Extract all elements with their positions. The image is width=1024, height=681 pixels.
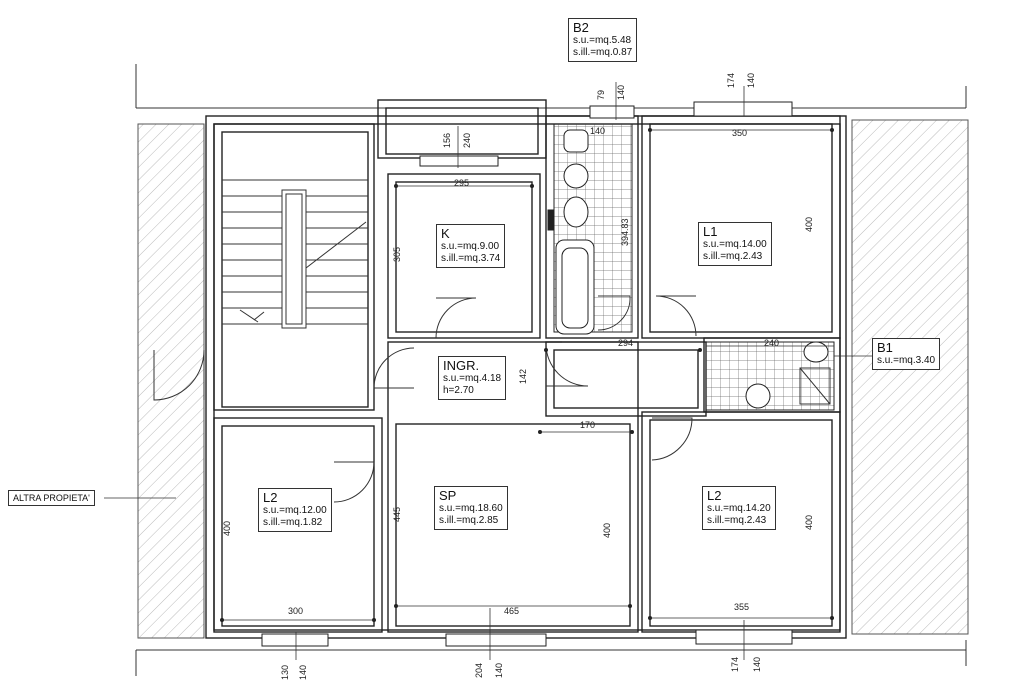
room-l2-right-name: L2 [707,488,722,503]
hatched-area-right [851,119,969,635]
room-l2-left-su: s.u.=mq.12.00 [263,505,327,516]
windows [261,101,793,647]
room-k-label: K s.u.=mq.9.00 s.ill.=mq.3.74 [436,224,506,268]
room-l1-su: s.u.=mq.14.00 [703,239,767,250]
dim-l1-350: 350 [732,128,748,138]
room-sp-label: SP s.u.=mq.18.60 s.ill.=mq.2.85 [434,486,508,530]
dim-bot-204: 204 [474,662,484,678]
room-b1-label: B1 s.u.=mq.3.40 [872,338,941,370]
dim-l2l-400: 400 [222,520,232,536]
room-b2-sill: s.ill.=mq.0.87 [573,47,633,58]
dim-bot-140a: 140 [298,664,308,680]
room-b2-su: s.u.=mq.5.48 [573,35,632,46]
dim-bot-140c: 140 [752,656,762,672]
room-l2-right-label: L2 s.u.=mq.14.20 s.ill.=mq.2.43 [702,486,776,530]
room-b1-name: B1 [877,340,893,355]
room-ingr-name: INGR. [443,358,480,373]
altra-propieta-note: ALTRA PROPIETA' [8,490,95,506]
fixtures [547,129,829,409]
doors [153,295,831,503]
dimension-lines [104,82,872,660]
dim-bot-130: 130 [280,664,290,680]
dim-l2r-400: 400 [804,514,814,530]
dim-bot-174: 174 [730,656,740,672]
room-l1-sill: s.ill.=mq.2.43 [703,251,763,262]
room-b2-name: B2 [573,20,589,35]
dim-top-174: 174 [726,72,736,88]
dim-b1-240: 240 [764,338,780,348]
dim-hall-294: 294 [618,338,634,348]
room-ingr-su: s.u.=mq.4.18 [443,373,502,384]
dim-b2-394: 394.83 [620,218,630,246]
dim-k-305: 305 [392,246,402,262]
dim-k-156: 156 [442,132,452,148]
stair-treads [222,179,368,329]
room-ingr-h: h=2.70 [443,385,474,396]
dim-top-140a: 140 [616,84,626,100]
dim-top-140b: 140 [746,72,756,88]
room-l2-left-sill: s.ill.=mq.1.82 [263,517,323,528]
room-l2-left-label: L2 s.u.=mq.12.00 s.ill.=mq.1.82 [258,488,332,532]
dim-bot-140b: 140 [494,662,504,678]
dim-l2l-300: 300 [288,606,304,616]
room-l2-right-su: s.u.=mq.14.20 [707,503,771,514]
dim-hall-142: 142 [518,368,528,384]
room-k-name: K [441,226,450,241]
room-k-su: s.u.=mq.9.00 [441,241,500,252]
room-sp-su: s.u.=mq.18.60 [439,503,503,514]
dim-b2-140: 140 [590,126,606,136]
room-sp-name: SP [439,488,457,503]
dim-l1-400: 400 [804,216,814,232]
room-ingr-label: INGR. s.u.=mq.4.18 h=2.70 [438,356,507,400]
dim-k-240: 240 [462,132,472,148]
room-b2-label: B2 s.u.=mq.5.48 s.ill.=mq.0.87 [568,18,638,62]
dim-l2r-355: 355 [734,602,750,612]
dim-sp-465: 465 [504,606,520,616]
dim-sp-400: 400 [602,522,612,538]
room-b1-su: s.u.=mq.3.40 [877,355,936,366]
room-l1-name: L1 [703,224,718,239]
dimension-dots [220,128,834,622]
dim-sp-445: 445 [392,506,402,522]
room-k-sill: s.ill.=mq.3.74 [441,253,501,264]
dim-top-79: 79 [596,89,606,100]
hatched-area-left [137,123,205,639]
room-l2-right-sill: s.ill.=mq.2.43 [707,515,767,526]
dim-k-295: 295 [454,178,470,188]
dim-sp-170: 170 [580,420,596,430]
room-l1-label: L1 s.u.=mq.14.00 s.ill.=mq.2.43 [698,222,772,266]
room-l2-left-name: L2 [263,490,278,505]
room-sp-sill: s.ill.=mq.2.85 [439,515,499,526]
